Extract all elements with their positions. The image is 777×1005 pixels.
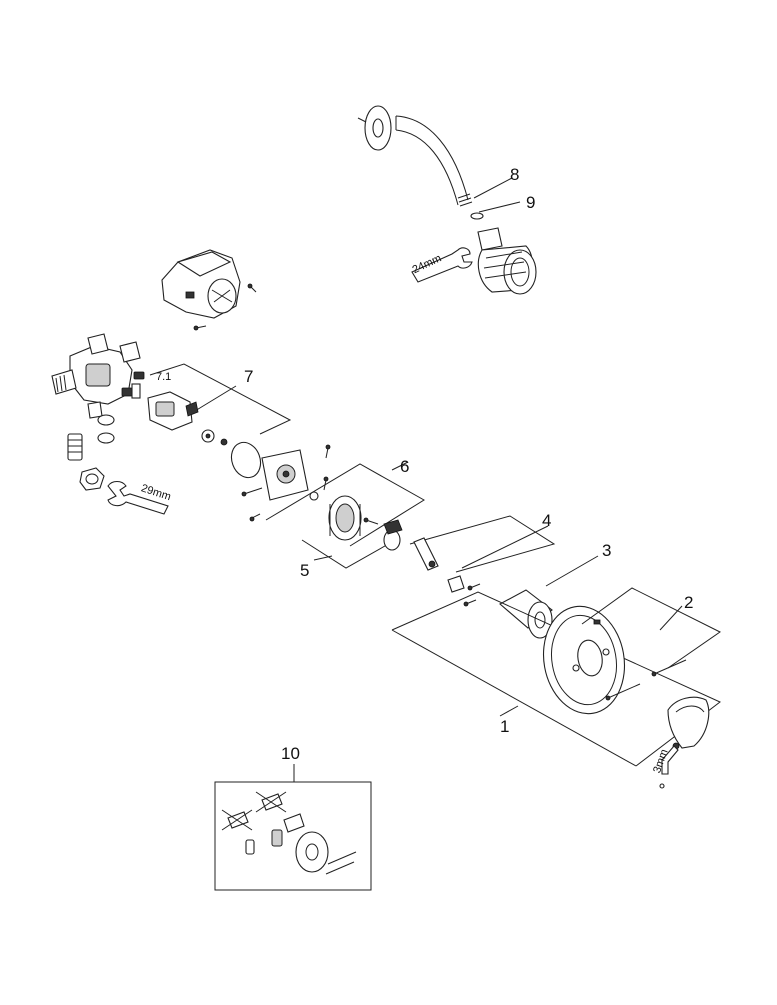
kit-10-inset: 10	[214, 744, 372, 891]
hex-key-3mm-icon: 3mm	[651, 745, 679, 789]
callout-7: 7	[244, 367, 253, 386]
lever-handle	[667, 696, 710, 750]
valve-nipple	[67, 433, 83, 461]
cartridge-stem	[245, 813, 305, 855]
callout-3-group: 3	[545, 541, 611, 587]
callout-2-group: 2	[581, 587, 721, 669]
callout-4: 4	[542, 511, 551, 530]
cover-screw	[247, 283, 257, 293]
rough-in-cover	[161, 249, 257, 331]
mounting-plate	[241, 449, 309, 501]
valve-union-nut	[79, 467, 105, 491]
adapter-parts	[413, 537, 481, 607]
valve-stop	[121, 383, 141, 399]
callout-6: 6	[400, 457, 409, 476]
cover-screw-2	[193, 325, 207, 331]
callout-5-group: 5	[300, 539, 393, 580]
limit-stop	[383, 519, 403, 551]
callout-7-1: 7.1	[156, 371, 171, 383]
valve-washer	[97, 414, 115, 444]
crossed-out-part-2	[221, 809, 253, 831]
o-ring	[230, 441, 262, 479]
callout-5: 5	[300, 561, 309, 580]
wrench-24mm-icon: 24mm	[411, 247, 473, 283]
callout-1: 1	[500, 717, 509, 736]
valve-stop-2	[133, 371, 145, 380]
shower-flange	[357, 105, 392, 151]
plate-screws	[249, 444, 331, 522]
washer-part-9	[470, 212, 484, 220]
crossed-out-part	[255, 791, 287, 813]
callout-10: 10	[281, 744, 300, 763]
valve-body	[51, 333, 145, 419]
wrench-29mm-icon: 29mm	[107, 480, 172, 515]
kit-trim-plate	[295, 831, 357, 875]
pressure-balance-cartridge	[147, 391, 228, 446]
cartridge-drum	[328, 495, 379, 541]
arm-thread	[457, 193, 473, 207]
callout-2: 2	[684, 593, 693, 612]
callout-4-group: 4	[409, 511, 556, 573]
shower-arm-assembly: 24mm 8 9	[357, 105, 537, 295]
callout-8: 8	[510, 165, 519, 184]
callout-3: 3	[602, 541, 611, 560]
callout-9: 9	[526, 193, 535, 212]
shower-head	[477, 227, 537, 295]
trim-plate	[542, 605, 626, 715]
